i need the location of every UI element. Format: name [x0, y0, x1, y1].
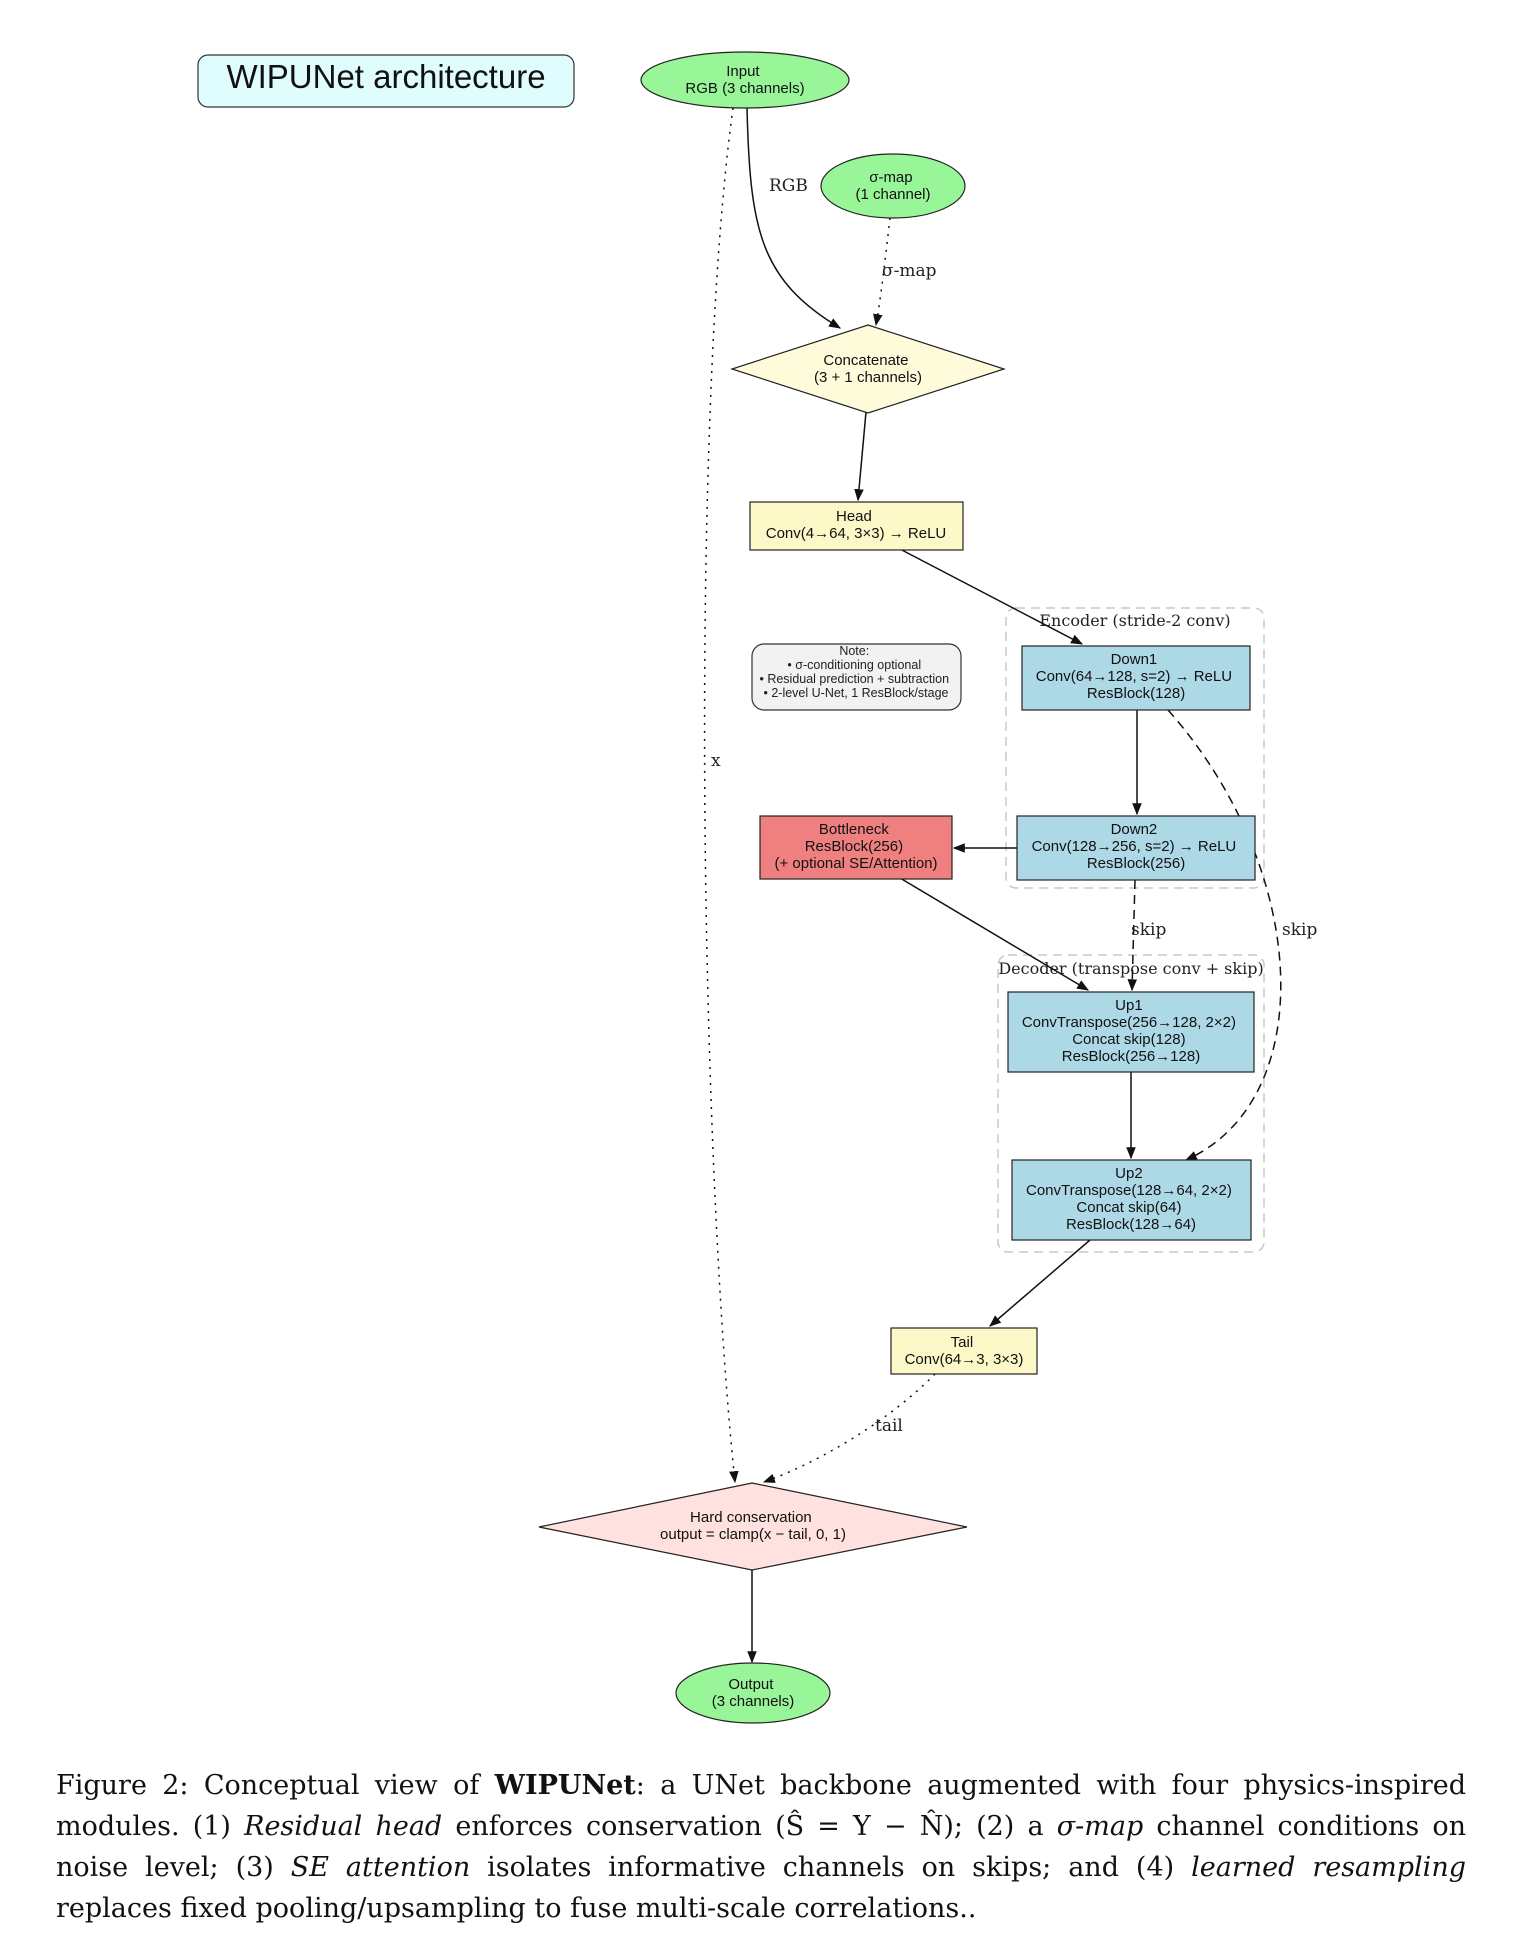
- hard-conservation-node: [538, 1482, 968, 1571]
- input-node: [640, 51, 850, 109]
- bottleneck-node: [759, 815, 953, 880]
- edge-label-skip-inner: skip: [1131, 920, 1166, 940]
- hard-conservation-label: Hard conservation output = clamp(x − tai…: [660, 1509, 846, 1543]
- svg-text:WIPUNet architecture: WIPUNet architecture: [226, 58, 545, 95]
- input-label: Input RGB (3 channels): [685, 63, 804, 97]
- edge-label-tail: tail: [875, 1416, 903, 1436]
- edge-input-concat: [746, 107, 842, 329]
- edge-label-x: x: [711, 751, 721, 771]
- svg-text:Decoder (transpose conv + skip: Decoder (transpose conv + skip): [998, 959, 1263, 978]
- concatenate-node: [730, 324, 1006, 414]
- up1-label: Up1 ConvTranspose(256→128, 2×2) Concat s…: [1022, 997, 1240, 1065]
- edge-tail-hard: [762, 1373, 936, 1483]
- edge-sigma-concat: [873, 217, 891, 327]
- concatenate-label: Concatenate (3 + 1 channels): [814, 352, 922, 386]
- down2-node: [1016, 815, 1256, 881]
- edge-input-hard-skip: [703, 107, 739, 1484]
- edge-label-rgb: RGB: [769, 176, 808, 196]
- svg-text:Encoder (stride-2 conv): Encoder (stride-2 conv): [1039, 611, 1230, 630]
- head-label: Head Conv(4→64, 3×3) → ReLU: [766, 508, 947, 542]
- edge-down2-up1-skip: [1127, 879, 1138, 992]
- output-label: Output (3 channels): [712, 1676, 795, 1710]
- diagram-title: WIPUNet architecture: [197, 54, 575, 108]
- edges: [703, 107, 1282, 1664]
- up1-node: [1007, 991, 1255, 1073]
- edge-concat-head: [854, 411, 867, 502]
- note-label: Note: • σ-conditioning optional • Residu…: [759, 644, 952, 700]
- sigma-map-label: σ-map (1 channel): [855, 169, 930, 203]
- tail-node: [890, 1327, 1038, 1375]
- up2-node: [1011, 1159, 1252, 1241]
- bottleneck-label: Bottleneck ResBlock(256) (+ optional SE/…: [774, 821, 937, 872]
- head-node: [749, 501, 964, 551]
- edge-label-skip-outer: skip: [1282, 920, 1317, 940]
- edge-up2-tail: [989, 1239, 1091, 1327]
- edge-down1-up2-skip: [1167, 709, 1282, 1161]
- sigma-map-node: [820, 153, 966, 219]
- note-box: [751, 643, 962, 711]
- figure-caption: Figure 2: Conceptual view of WIPUNet: a …: [56, 1770, 1466, 1924]
- down2-label: Down2 Conv(128→256, s=2) → ReLU ResBlock…: [1032, 821, 1241, 872]
- decoder-cluster: Decoder (transpose conv + skip): [997, 954, 1265, 1253]
- up2-label: Up2 ConvTranspose(128→64, 2×2) Concat sk…: [1026, 1165, 1236, 1233]
- output-node: [675, 1662, 831, 1724]
- tail-label: Tail Conv(64→3, 3×3): [905, 1334, 1024, 1368]
- edge-label-sigma-map: σ-map: [882, 261, 937, 281]
- down1-label: Down1 Conv(64→128, s=2) → ReLU ResBlock(…: [1036, 651, 1237, 702]
- edge-bottleneck-up1: [899, 877, 1090, 991]
- edge-head-down1: [897, 547, 1084, 645]
- down1-node: [1021, 645, 1251, 711]
